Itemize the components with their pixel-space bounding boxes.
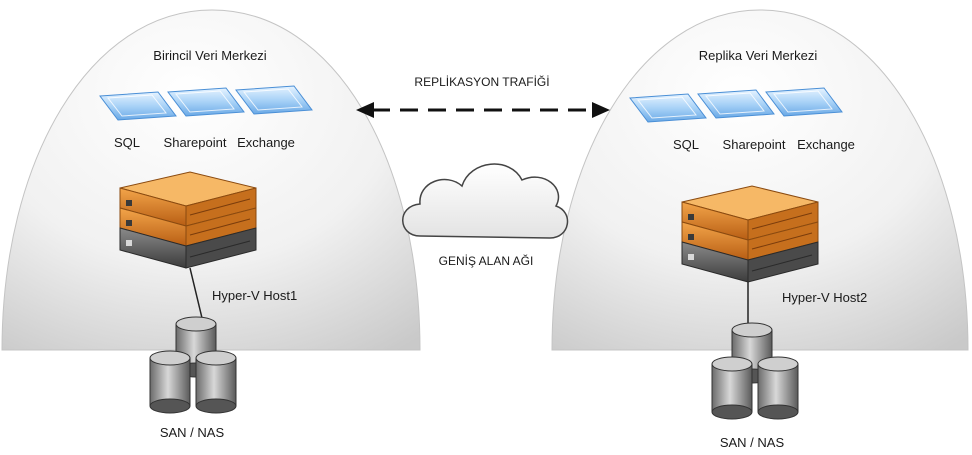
vm-panel-icon [697, 89, 775, 119]
vm-panel-icon [99, 91, 177, 121]
server-stack-icon [681, 185, 819, 283]
primary-datacenter: Birincil Veri Merkezi SQL Sharepoint Exc… [1, 9, 421, 440]
server-stack-icon [119, 171, 257, 269]
replication-label: REPLİKASYON TRAFİĞİ [414, 74, 549, 89]
app-label-sql: SQL [114, 135, 140, 150]
host-label: Hyper-V Host1 [212, 288, 297, 303]
replica-dome [551, 9, 969, 351]
app-label-exchange: Exchange [797, 137, 855, 152]
storage-label: SAN / NAS [720, 435, 785, 450]
database-icon [711, 322, 799, 420]
bidirectional-arrow-icon [356, 102, 610, 118]
vm-panel-icon [235, 85, 313, 115]
app-label-exchange: Exchange [237, 135, 295, 150]
cloud-icon [402, 163, 569, 239]
database-icon [149, 316, 237, 414]
vm-panel-icon [765, 87, 843, 117]
app-label-sharepoint: Sharepoint [164, 135, 227, 150]
primary-title: Birincil Veri Merkezi [153, 48, 267, 63]
host-label: Hyper-V Host2 [782, 290, 867, 305]
wan-label: GENİŞ ALAN AĞI [439, 253, 534, 268]
app-label-sharepoint: Sharepoint [723, 137, 786, 152]
replica-title: Replika Veri Merkezi [699, 48, 818, 63]
vm-panel-icon [629, 93, 707, 123]
storage-label: SAN / NAS [160, 425, 225, 440]
app-label-sql: SQL [673, 137, 699, 152]
replica-datacenter: Replika Veri Merkezi SQL Sharepoint Exch… [551, 9, 969, 450]
storage-connector [189, 267, 203, 319]
vm-panel-icon [167, 87, 245, 117]
